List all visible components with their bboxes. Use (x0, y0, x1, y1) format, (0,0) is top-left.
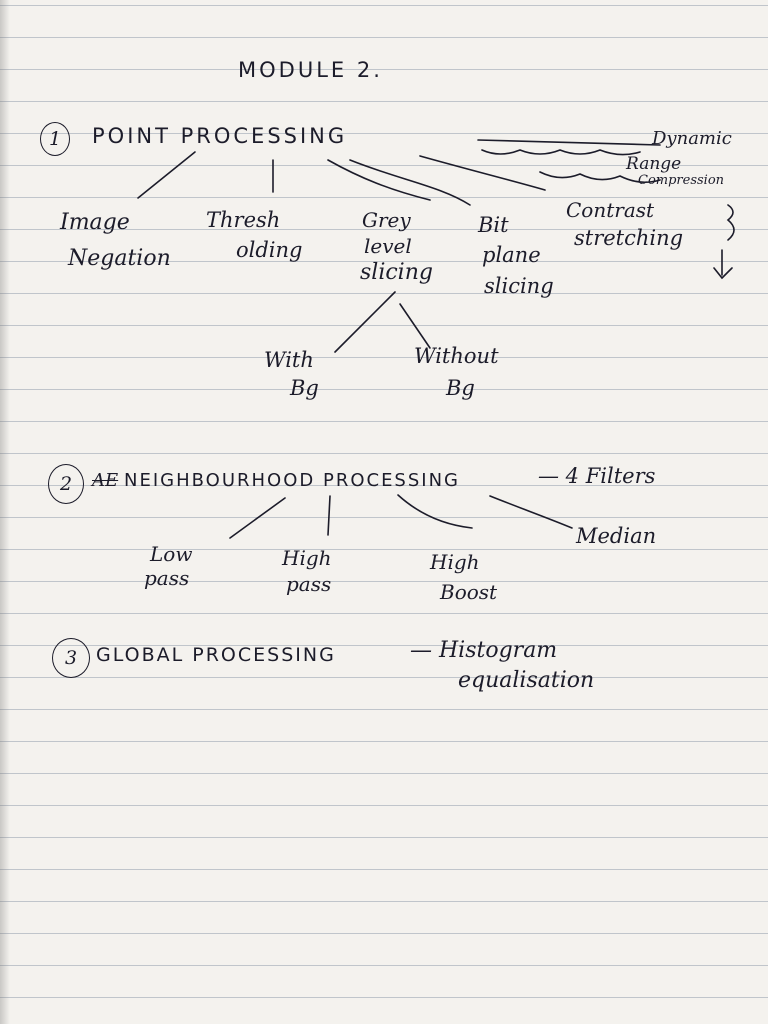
section-2-strikethrough: AE (92, 470, 119, 491)
connector-contrast (419, 155, 546, 191)
connector-grey-without-bg (399, 303, 431, 349)
note-compression: Compression (638, 173, 725, 188)
branch-level: level (364, 234, 412, 258)
branch-thresh: Thresh (206, 208, 281, 232)
connector-median (489, 495, 573, 529)
sub-branch-without-bg: Bg (446, 376, 475, 400)
connector-dynamic-range (477, 139, 661, 146)
section-2-suffix: — 4 Filters (538, 464, 656, 488)
page-title: MODULE 2. (238, 58, 383, 82)
branch-bit: Bit (478, 213, 509, 237)
section-1-heading: POINT PROCESSING (92, 124, 348, 148)
connector-grey-with-bg (334, 291, 396, 353)
section-2-number: 2 (48, 464, 84, 504)
connector-image-negation (137, 151, 196, 199)
connector-grey-level (327, 159, 431, 201)
section-3-heading: GLOBAL PROCESSING (96, 644, 336, 666)
branch-negation: Negation (68, 246, 171, 271)
strike-scribble-1 (481, 149, 641, 156)
section-3-number: 3 (52, 638, 90, 678)
sub-branch-with: With (264, 348, 314, 372)
branch-grey: Grey (362, 208, 411, 232)
branch-median: Median (576, 524, 657, 548)
strike-scribble-2 (539, 171, 661, 184)
branch-high-2: High (430, 550, 480, 574)
branch-image: Image (60, 210, 130, 235)
connector-high-boost (397, 494, 473, 529)
section-2-heading: NEIGHBOURHOOD PROCESSING (124, 470, 461, 491)
page-edge-shadow (0, 0, 10, 1024)
connector-bit-plane (349, 159, 471, 206)
sub-branch-with-bg: Bg (290, 376, 319, 400)
branch-low-pass: pass (144, 566, 190, 590)
note-range: Range (626, 154, 682, 174)
brace-marks (713, 204, 735, 280)
section-1-number: 1 (40, 122, 70, 156)
note-contrast: Contrast (566, 198, 655, 222)
section-3-suffix-line2: equalisation (458, 668, 595, 693)
connector-low-pass (229, 497, 286, 539)
branch-plane: plane (482, 243, 541, 267)
branch-boost: Boost (440, 580, 498, 604)
branch-high: High (282, 546, 332, 570)
branch-bit-slicing: slicing (484, 274, 554, 298)
connector-high-pass (327, 495, 331, 536)
branch-slicing: slicing (360, 260, 433, 285)
note-stretching: stretching (574, 226, 684, 250)
note-dynamic: Dynamic (652, 128, 732, 149)
branch-high-pass: pass (286, 572, 332, 596)
branch-olding: olding (236, 238, 303, 262)
sub-branch-without: Without (414, 344, 499, 368)
branch-low: Low (150, 542, 193, 566)
section-3-suffix: — Histogram (410, 638, 558, 663)
